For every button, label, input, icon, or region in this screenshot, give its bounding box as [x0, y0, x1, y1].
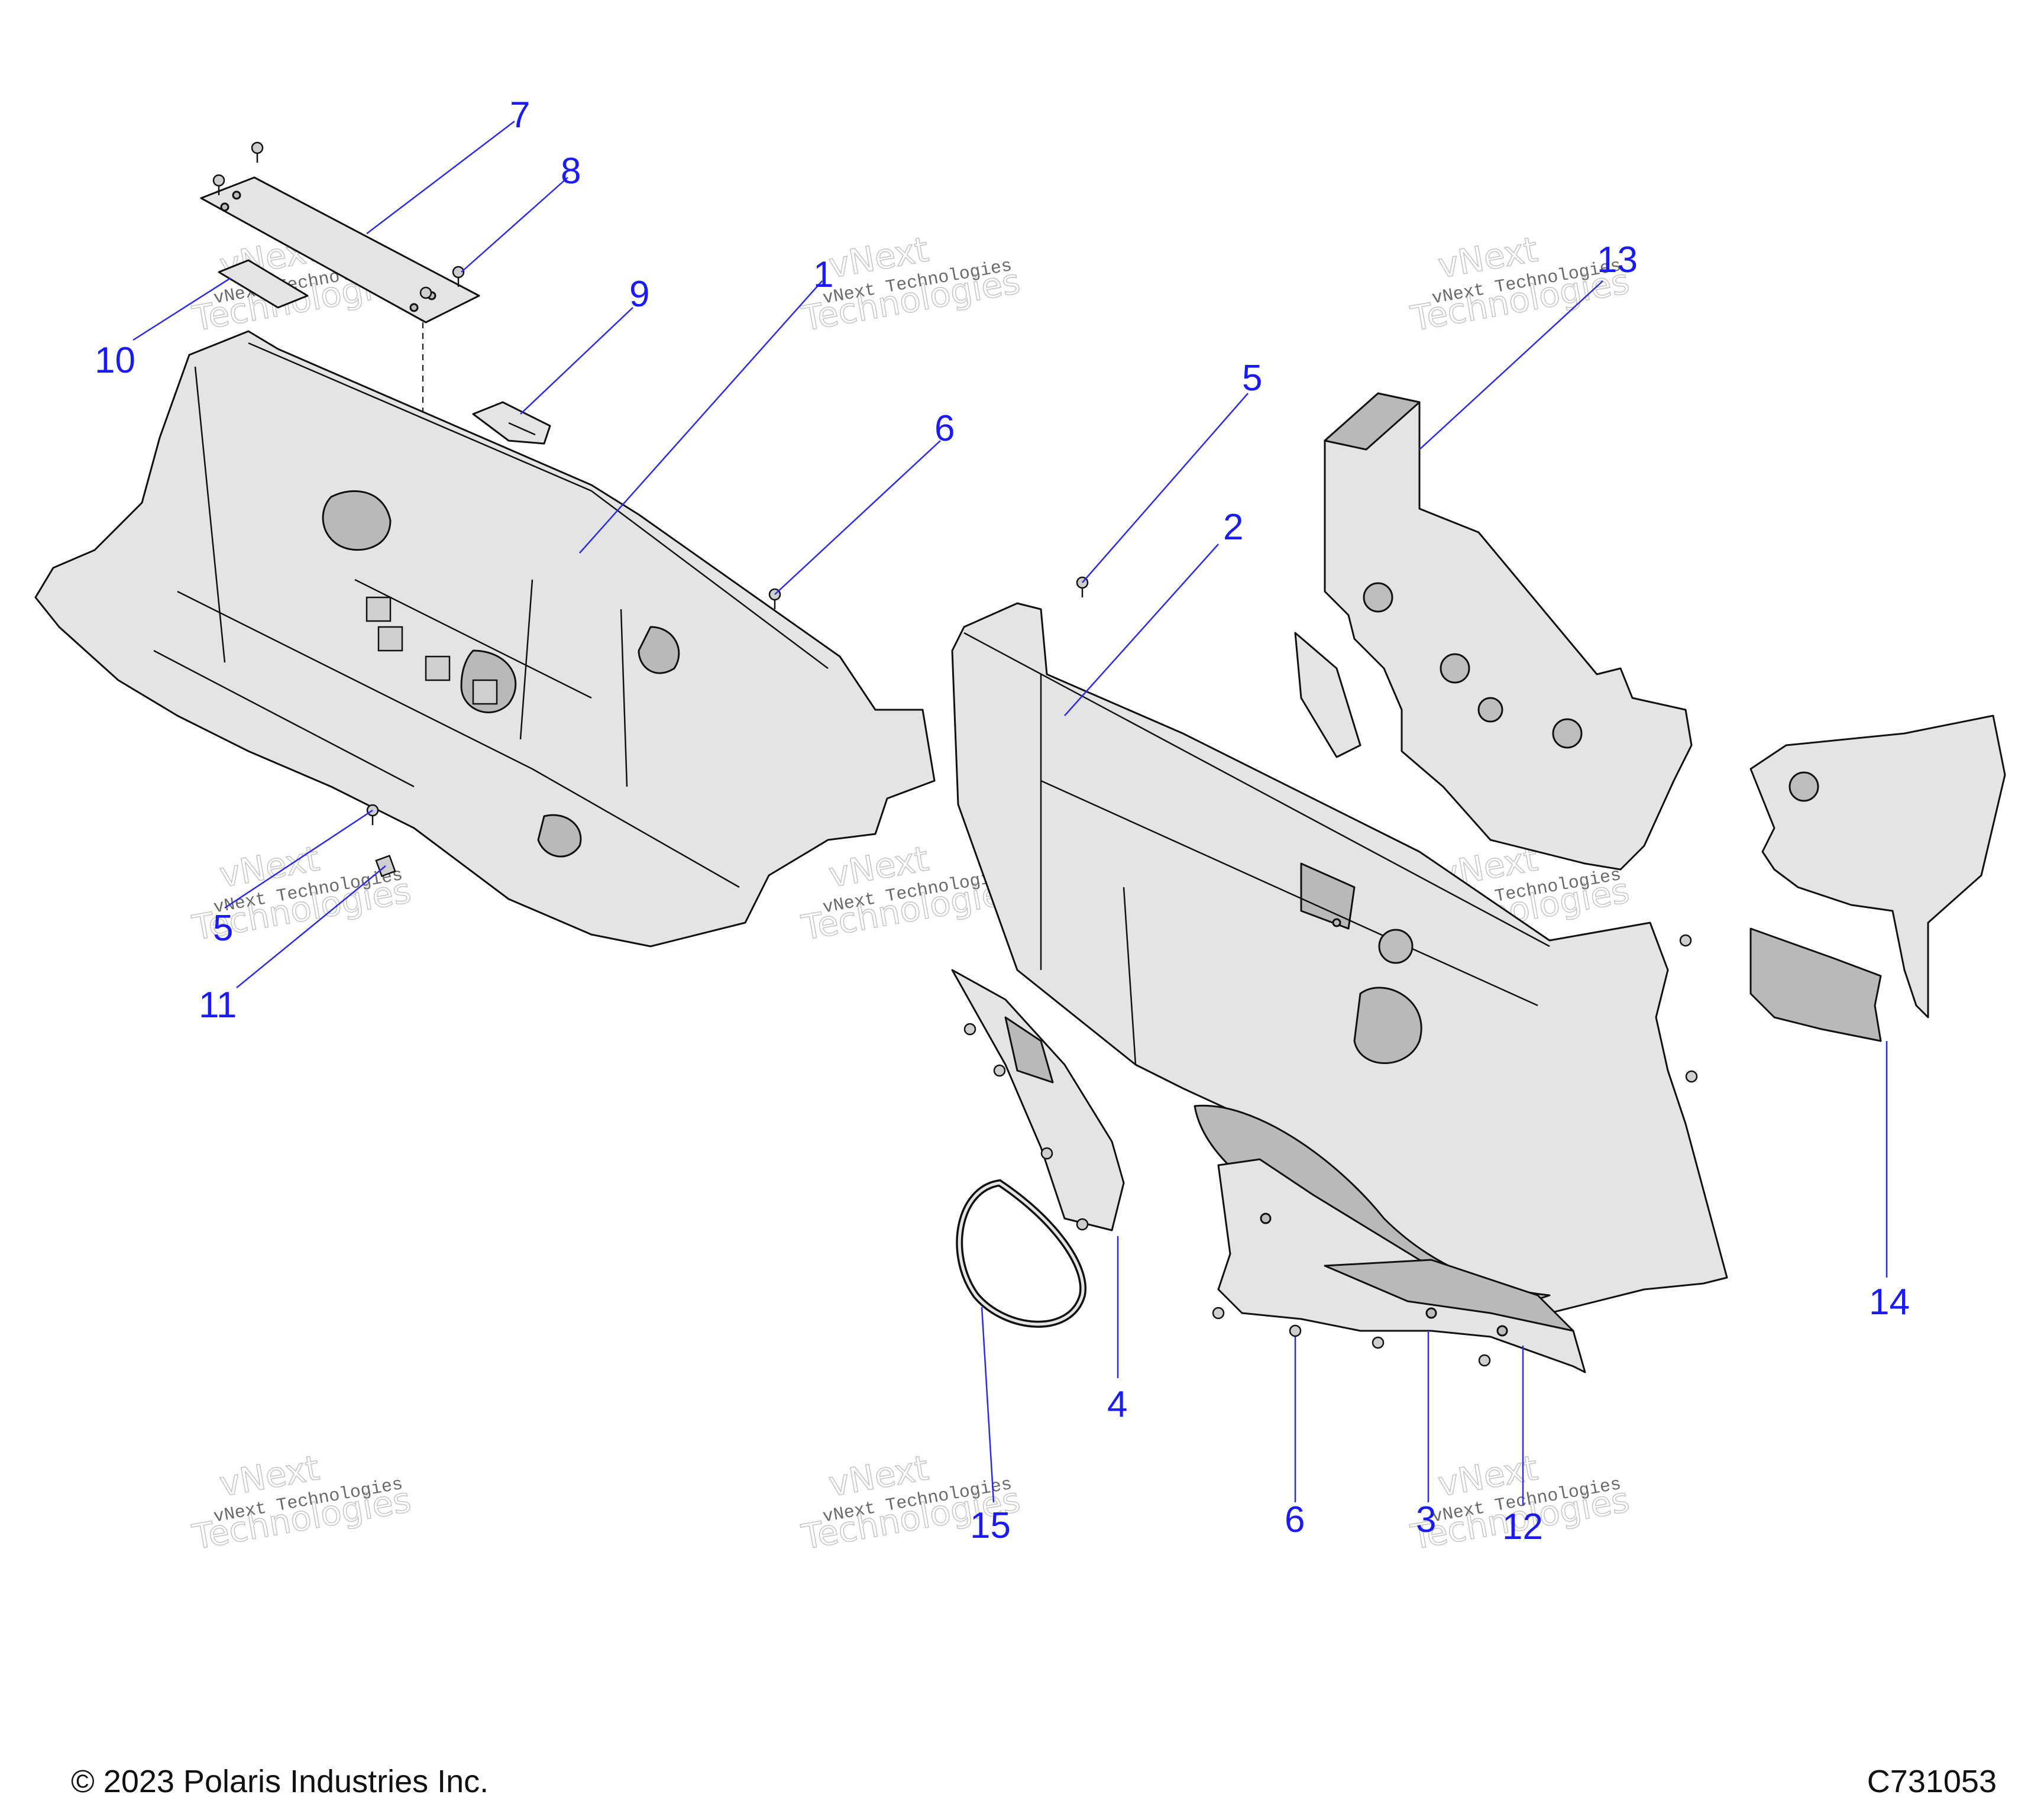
callout-7: 7 [510, 95, 530, 135]
callout-14: 14 [1869, 1282, 1910, 1323]
screw-icon [1679, 934, 1692, 947]
callout-8: 8 [561, 151, 581, 192]
part-3-closeout [1217, 1158, 1586, 1373]
fasteners [212, 141, 1698, 1367]
copyright-text: © 2023 Polaris Industries Inc. [71, 1764, 489, 1799]
screw-icon [212, 174, 225, 195]
callout-9: 9 [629, 274, 649, 315]
screw-icon [1372, 1336, 1385, 1349]
watermark: vNext Technologies vNext Technologies [189, 1447, 414, 1557]
callout-15: 15 [970, 1505, 1011, 1546]
part-2-dash-panel [951, 602, 1728, 1314]
callout-4: 4 [1107, 1384, 1127, 1425]
screw-icon [993, 1064, 1006, 1077]
part-15-seal [956, 1179, 1087, 1328]
callout-12: 12 [1502, 1506, 1543, 1547]
callout-13: 13 [1597, 240, 1638, 280]
screw-icon [1040, 1147, 1053, 1160]
part-10-bracket [218, 259, 309, 309]
screw-icon [1212, 1307, 1225, 1320]
part-7-plate [200, 176, 480, 324]
callout-3: 3 [1416, 1499, 1436, 1540]
part-1-dash-panel [34, 330, 936, 948]
callout-2: 2 [1223, 507, 1243, 548]
screw-icon [963, 1023, 976, 1036]
part-9-clip [472, 401, 551, 445]
part-13-shield [1294, 392, 1693, 871]
screw-icon [1478, 1354, 1491, 1367]
screw-icon [452, 266, 465, 287]
part-4-closeout [951, 969, 1125, 1231]
screw-icon [1685, 1070, 1698, 1083]
callout-6-top: 6 [934, 408, 955, 449]
screw-icon [419, 286, 432, 299]
part-14-side-panel [1749, 714, 2006, 1042]
callout-5-top: 5 [1242, 358, 1262, 399]
screw-icon [768, 588, 781, 609]
callout-1: 1 [813, 254, 833, 295]
callout-10: 10 [95, 340, 135, 381]
screw-icon [1076, 1218, 1089, 1231]
figure-id: C731053 [1867, 1764, 1997, 1799]
screw-icon [366, 804, 379, 825]
screw-icon [1076, 576, 1089, 597]
callouts: 1 2 3 4 5 5 6 6 7 8 9 10 11 12 13 14 15 [95, 95, 1910, 1547]
callout-6-bottom: 6 [1285, 1499, 1305, 1540]
screw-icon [251, 141, 264, 163]
leader-lines [132, 121, 1888, 1505]
callout-5-left: 5 [213, 908, 233, 949]
callout-11: 11 [199, 985, 237, 1026]
screw-icon [1289, 1324, 1302, 1337]
